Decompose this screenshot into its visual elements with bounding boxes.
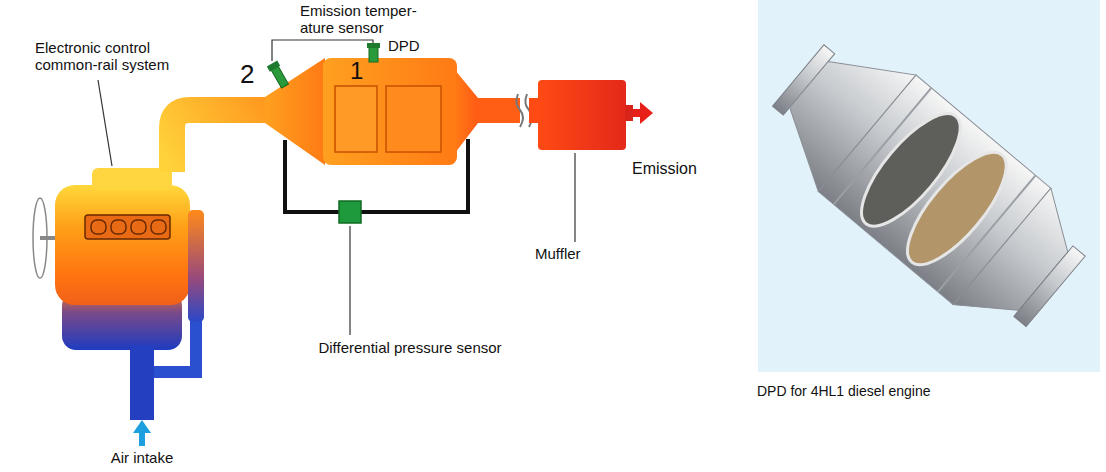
leader-line (98, 80, 112, 166)
system-label: Electronic control common-rail system (35, 40, 177, 73)
leader-line (574, 153, 575, 242)
fan-shaft (40, 236, 56, 240)
engine-block (55, 185, 190, 305)
dpd-body (323, 58, 457, 165)
dpd-photo (749, 17, 1104, 349)
emission-arrow-head (640, 102, 653, 124)
emission-arrow-shaft (633, 109, 641, 117)
part-label: Muffler (535, 246, 581, 263)
cylinder (151, 220, 166, 234)
leader-line (349, 226, 350, 335)
particulate-filter (386, 86, 441, 152)
flange (1014, 246, 1085, 327)
pressure-sensor (339, 201, 361, 223)
photo-background (758, 0, 1100, 372)
temperature-sensor (369, 46, 378, 62)
exhaust-pipe (172, 110, 268, 172)
dpd-housing (265, 58, 520, 165)
intake-manifold (188, 210, 204, 322)
engine (33, 168, 204, 446)
callout-number: 2 (240, 60, 254, 89)
caption-text: DPD for 4HL1 diesel engine (757, 384, 931, 399)
callout-number: 1 (350, 58, 363, 84)
sensor-cap (267, 60, 280, 71)
cylinder (131, 220, 146, 234)
flow-label: Air intake (111, 450, 174, 467)
muffler (538, 80, 626, 150)
dpd-outlet-cone (455, 70, 478, 153)
part-label: Differential pressure sensor (318, 340, 501, 357)
muffler-outlet (625, 105, 633, 121)
oxidation-catalyst (335, 86, 377, 152)
pipe-break (516, 94, 523, 127)
cylinder (91, 220, 106, 234)
cylinder-row (85, 215, 170, 239)
intake-arrow-head (133, 420, 151, 433)
cylinder (111, 220, 126, 234)
flow-label: Emission (632, 160, 697, 178)
filter-face (892, 138, 1022, 279)
intake-manifold-pipe (154, 318, 196, 372)
dpd-inlet-cone (265, 58, 325, 165)
part-label: DPD (388, 38, 420, 55)
intake-arrow-shaft (139, 432, 145, 446)
tail-pipe (477, 98, 520, 123)
sensor-label: Emission temper- ature sensor (300, 3, 428, 36)
temperature-sensor (267, 60, 290, 89)
sensor-cap (367, 43, 380, 48)
intake-pipe (130, 345, 154, 420)
